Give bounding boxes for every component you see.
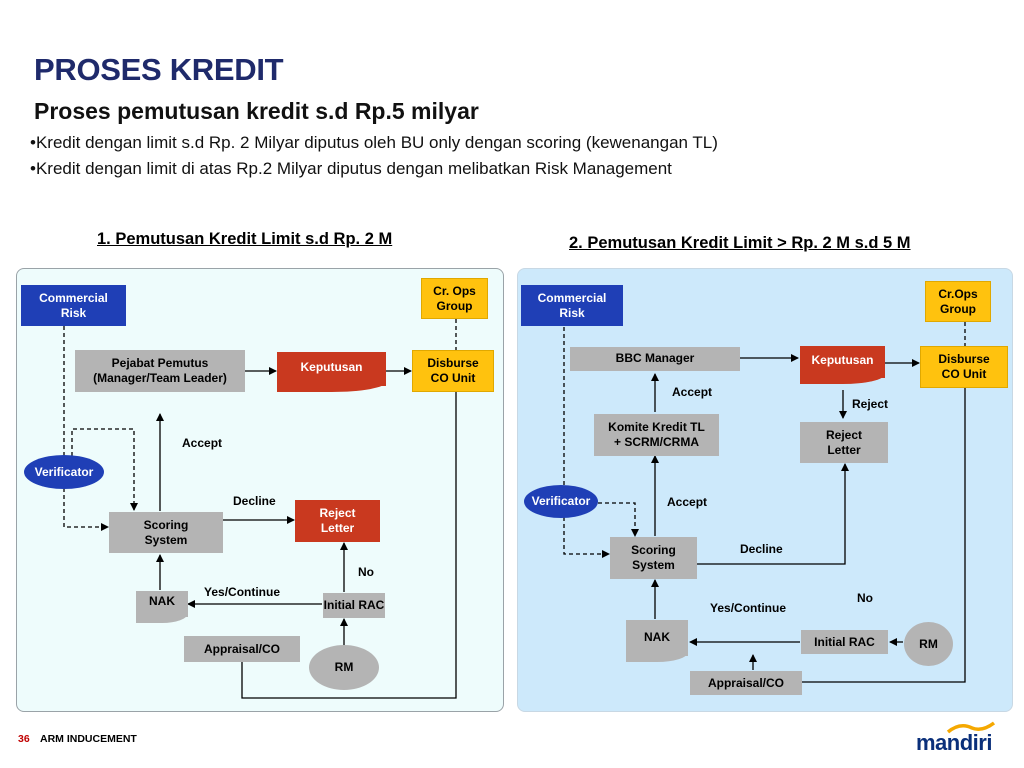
d2-cr-ops-group-box: Cr.Ops Group bbox=[925, 281, 991, 322]
d1-initial-rac-label: Initial RAC bbox=[323, 598, 385, 612]
d1-yes-continue-label: Yes/Continue bbox=[204, 585, 281, 599]
d2-bbc-manager-box: BBC Manager bbox=[570, 347, 740, 371]
d2-komite-kredit-box: Komite Kredit TL + SCRM/CRMA bbox=[594, 414, 719, 456]
d2-nak-document: NAK bbox=[626, 620, 688, 662]
bullet-2: •Kredit dengan limit di atas Rp.2 Milyar… bbox=[30, 159, 672, 178]
d2-accept-label: Accept bbox=[667, 495, 708, 509]
bullet-1: •Kredit dengan limit s.d Rp. 2 Milyar di… bbox=[30, 133, 718, 152]
d2-reject-label: Reject bbox=[852, 397, 889, 411]
d1-verificator-ellipse: Verificator bbox=[24, 455, 104, 489]
d1-no-label: No bbox=[358, 565, 374, 579]
slide-subtitle: Proses pemutusan kredit s.d Rp.5 milyar bbox=[34, 98, 479, 124]
d1-keputusan-box: Keputusan bbox=[277, 352, 386, 392]
mandiri-logo-swoosh-icon bbox=[946, 721, 996, 734]
d2-keputusan-box: Keputusan bbox=[800, 346, 885, 384]
d2-appraisal-box: Appraisal/CO bbox=[690, 671, 802, 695]
d1-accept-label: Accept bbox=[182, 436, 223, 450]
d2-no-label: No bbox=[857, 591, 873, 605]
slide-title: PROSES KREDIT bbox=[34, 52, 284, 87]
diagram1-title: 1. Pemutusan Kredit Limit s.d Rp. 2 M bbox=[97, 230, 393, 248]
d2-scoring-system-box: Scoring System bbox=[610, 537, 697, 579]
d1-disburse-box: Disburse CO Unit bbox=[412, 350, 494, 392]
d1-scoring-system-box: Scoring System bbox=[109, 512, 223, 553]
d1-cr-ops-group-box: Cr. Ops Group bbox=[421, 278, 488, 319]
d2-reject-letter-box: Reject Letter bbox=[800, 422, 888, 463]
d2-accept-top-label: Accept bbox=[672, 385, 713, 399]
d1-rm-ellipse: RM bbox=[309, 645, 379, 690]
d1-initial-rac-box: Initial RAC bbox=[323, 593, 385, 618]
d2-rm-ellipse: RM bbox=[904, 622, 953, 666]
d1-appraisal-box: Appraisal/CO bbox=[184, 636, 300, 662]
d2-commercial-risk-box: Commercial Risk bbox=[521, 285, 623, 326]
footer-label: ARM INDUCEMENT bbox=[40, 733, 137, 745]
d2-verificator-ellipse: Verificator bbox=[524, 485, 598, 518]
d1-nak-document: NAK bbox=[136, 591, 188, 623]
d1-reject-letter-box: Reject Letter bbox=[295, 500, 380, 542]
d2-disburse-box: Disburse CO Unit bbox=[920, 346, 1008, 388]
d1-pejabat-pemutus-box: Pejabat Pemutus (Manager/Team Leader) bbox=[75, 350, 245, 392]
diagram2-title: 2. Pemutusan Kredit Limit > Rp. 2 M s.d … bbox=[569, 234, 911, 252]
d1-decline-label: Decline bbox=[233, 494, 276, 508]
d2-initial-rac-box: Initial RAC bbox=[801, 630, 888, 654]
mandiri-logo-text: mandiri bbox=[916, 730, 992, 755]
d1-commercial-risk-box: Commercial Risk bbox=[21, 285, 126, 326]
d2-decline-label: Decline bbox=[740, 542, 783, 556]
d2-yes-continue-label: Yes/Continue bbox=[710, 601, 787, 615]
page-number: 36 bbox=[18, 733, 30, 745]
